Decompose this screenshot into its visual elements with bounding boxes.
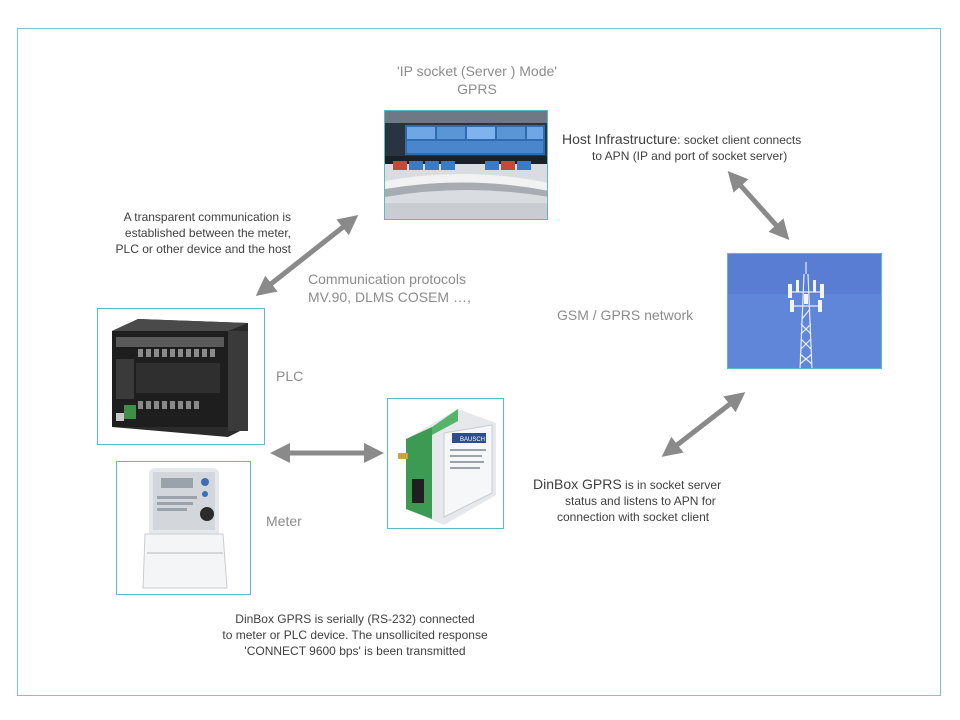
meter-image — [116, 461, 251, 595]
dinbox-status-text: DinBox GPRS is in socket server status a… — [533, 476, 721, 525]
meter-picture — [117, 462, 250, 594]
host-desc-line2: to APN (IP and port of socket server) — [592, 149, 788, 163]
dinbox-picture: BAUSCH — [388, 399, 503, 528]
dinbox-status-label: DinBox GPRS — [533, 476, 622, 492]
tower-picture — [728, 254, 881, 368]
arrow-host-tower — [727, 171, 790, 240]
control-room-image — [384, 110, 548, 220]
transparent-communication-text: A transparent communication is establish… — [95, 209, 291, 257]
serial-line1: DinBox GPRS is serially (RS-232) connect… — [235, 612, 475, 626]
serial-line3: 'CONNECT 9600 bps' is been transmitted — [244, 644, 466, 658]
arrow-host-plc — [255, 215, 359, 296]
dinbox-status-line3: connection with socket client — [557, 510, 710, 524]
serial-connection-text: DinBox GPRS is serially (RS-232) connect… — [205, 611, 505, 659]
device-brand-text: BAUSCH — [460, 437, 485, 443]
diagram-title: 'IP socket (Server ) Mode' GPRS — [382, 62, 572, 98]
transparent-line2: established between the meter, — [124, 226, 291, 240]
dinbox-device-image: BAUSCH — [387, 398, 504, 529]
gsm-network-label: GSM / GPRS network — [557, 307, 694, 323]
plc-image — [97, 308, 265, 445]
host-desc-line1: : socket client connects — [677, 133, 802, 147]
host-label: Host Infrastructure — [562, 131, 678, 147]
control-room-picture — [385, 111, 547, 219]
host-infrastructure-text: Host Infrastructure: socket client conne… — [562, 131, 801, 164]
dinbox-status-line1: is in socket server — [621, 478, 722, 492]
transparent-line3: PLC or other device and the host — [115, 242, 291, 256]
diagram-frame — [17, 28, 941, 696]
dinbox-status-line2: status and listens to APN for — [565, 494, 716, 508]
arrow-tower-dinbox — [661, 392, 746, 457]
plc-picture — [98, 309, 264, 444]
meter-label: Meter — [266, 513, 302, 529]
serial-line2: to meter or PLC device. The unsollicited… — [222, 628, 488, 642]
gsm-tower-image — [727, 253, 882, 369]
title-line2: GPRS — [457, 81, 497, 97]
plc-label: PLC — [276, 368, 304, 384]
transparent-line1: A transparent communication is — [123, 210, 291, 224]
title-line1: 'IP socket (Server ) Mode' — [397, 63, 557, 79]
